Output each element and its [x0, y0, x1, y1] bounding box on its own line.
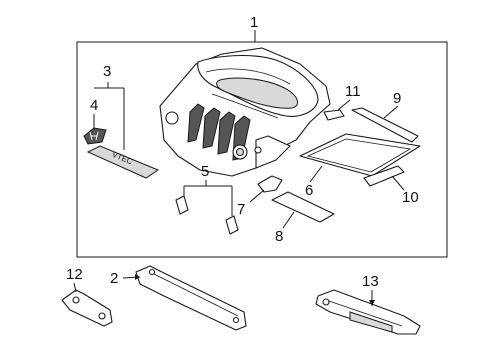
leader-2-arrow: [135, 274, 140, 280]
part-6-pad: [299, 133, 421, 177]
callout-11: 11: [345, 83, 361, 100]
part-3-vtec-badge: VTEC: [86, 145, 160, 179]
part-9-insulator: [351, 107, 419, 143]
part-8-pad: [271, 191, 335, 223]
callout-8: 8: [275, 228, 283, 245]
callout-2: 2: [110, 270, 118, 287]
leader-8: [282, 211, 295, 229]
leader-13-arrow: [369, 300, 375, 306]
engine-cover: [159, 47, 331, 177]
leader-9: [383, 105, 399, 119]
leader-6: [309, 165, 323, 183]
leader-12: [73, 282, 77, 293]
callout-10: 10: [402, 189, 419, 206]
leader-7: [249, 189, 265, 203]
callout-7: 7: [237, 201, 245, 218]
part-10-strip: [363, 165, 405, 187]
part-11-pad: [323, 109, 345, 121]
part-13-duct: [315, 289, 421, 335]
callout-6: 6: [305, 182, 313, 199]
callout-9: 9: [393, 90, 401, 107]
leader-11: [337, 99, 351, 111]
callout-12: 12: [66, 266, 83, 283]
part-12-bracket: [61, 289, 113, 327]
assembly-frame: [76, 41, 448, 258]
callout-13: 13: [362, 273, 379, 290]
part-4-h-badge: [83, 127, 107, 145]
part-7-pad: [257, 175, 283, 193]
callout-1: 1: [250, 14, 258, 31]
part-5-clips: [175, 195, 239, 235]
callout-3: 3: [103, 63, 111, 80]
callout-5: 5: [201, 163, 209, 180]
part-2-bracket: [135, 265, 247, 331]
callout-4: 4: [90, 97, 98, 114]
leader-10: [391, 175, 405, 191]
